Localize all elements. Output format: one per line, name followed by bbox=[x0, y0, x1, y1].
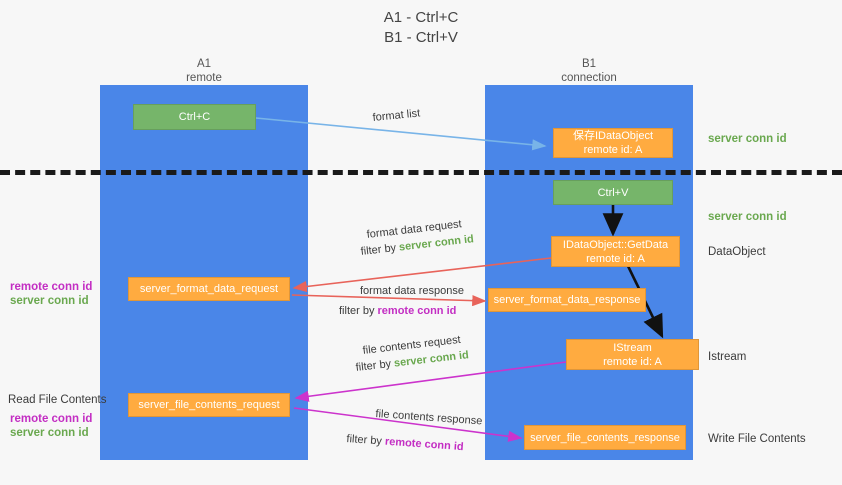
side-label-remote-conn-id-1: remote conn id bbox=[10, 281, 93, 293]
side-label-read-file-contents: Read File Contents bbox=[8, 394, 107, 406]
edge-label-format-data-response-filter: filter by remote conn id bbox=[339, 304, 456, 319]
side-label-istream: Istream bbox=[708, 351, 747, 363]
side-label-server-conn-id-1: server conn id bbox=[10, 295, 89, 307]
filter-prefix: filter by bbox=[360, 241, 400, 258]
node-server-file-contents-request-label: server_file_contents_request bbox=[138, 399, 280, 411]
filter-key-remote-conn-id: remote conn id bbox=[377, 305, 457, 317]
edge-label-format-list: format list bbox=[372, 107, 421, 124]
side-label-dataobject: DataObject bbox=[708, 246, 766, 258]
node-server-file-contents-response-label: server_file_contents_response bbox=[530, 431, 680, 444]
node-istream-line2: remote id: A bbox=[603, 355, 662, 368]
lane-a1-name: A1 bbox=[196, 58, 212, 70]
node-ctrl-v-label: Ctrl+V bbox=[597, 186, 629, 199]
node-idataobject-getdata-line1: IDataObject::GetData bbox=[562, 238, 669, 251]
node-idataobject-getdata[interactable]: IDataObject::GetData remote id: A bbox=[551, 236, 680, 267]
lane-a1-sub: remote bbox=[186, 72, 222, 84]
lane-header-a1: A1 remote bbox=[100, 57, 308, 85]
node-server-file-contents-request[interactable]: server_file_contents_request bbox=[128, 393, 290, 417]
node-idataobject-store[interactable]: 保存IDataObject remote id: A bbox=[553, 128, 673, 158]
node-server-format-data-request-label: server_format_data_request bbox=[139, 283, 279, 295]
node-idataobject-getdata-line2: remote id: A bbox=[586, 252, 645, 265]
title-line-2: B1 - Ctrl+V bbox=[384, 29, 458, 46]
node-istream-line1: IStream bbox=[613, 341, 652, 354]
edge-label-file-contents-response-filter: filter by remote conn id bbox=[346, 432, 464, 455]
node-server-format-data-request[interactable]: server_format_data_request bbox=[128, 277, 290, 301]
node-ctrl-c-label: Ctrl+C bbox=[178, 111, 211, 123]
filter-key-remote-conn-id: remote conn id bbox=[384, 435, 465, 454]
node-server-format-data-response-label: server_format_data_response bbox=[493, 294, 641, 306]
node-ctrl-c[interactable]: Ctrl+C bbox=[133, 104, 256, 130]
node-server-format-data-response[interactable]: server_format_data_response bbox=[488, 288, 646, 312]
divider-dashed-line bbox=[0, 170, 842, 175]
lane-b1-name: B1 bbox=[581, 58, 597, 70]
node-istream[interactable]: IStream remote id: A bbox=[566, 339, 699, 370]
filter-prefix: filter by bbox=[339, 305, 378, 317]
node-idataobject-store-line2: remote id: A bbox=[583, 144, 643, 156]
edge-label-file-contents-response: file contents response bbox=[375, 407, 483, 428]
filter-prefix: filter by bbox=[355, 357, 395, 374]
node-server-file-contents-response[interactable]: server_file_contents_response bbox=[524, 425, 686, 450]
side-label-server-conn-id-2: server conn id bbox=[10, 427, 89, 439]
side-label-server-conn-id-top: server conn id bbox=[708, 133, 787, 145]
lane-b1-sub: connection bbox=[561, 72, 617, 84]
node-idataobject-store-line1: 保存IDataObject bbox=[572, 130, 654, 142]
page-title: A1 - Ctrl+C B1 - Ctrl+V bbox=[0, 8, 842, 48]
edge-label-format-data-response: format data response bbox=[360, 285, 464, 297]
side-label-remote-conn-id-2: remote conn id bbox=[10, 413, 93, 425]
side-label-write-file-contents: Write File Contents bbox=[708, 433, 806, 445]
side-label-server-conn-id-mid: server conn id bbox=[708, 211, 787, 223]
node-ctrl-v[interactable]: Ctrl+V bbox=[553, 180, 673, 205]
lane-header-b1: B1 connection bbox=[485, 57, 693, 85]
title-line-1: A1 - Ctrl+C bbox=[383, 9, 459, 26]
filter-prefix: filter by bbox=[346, 432, 386, 448]
